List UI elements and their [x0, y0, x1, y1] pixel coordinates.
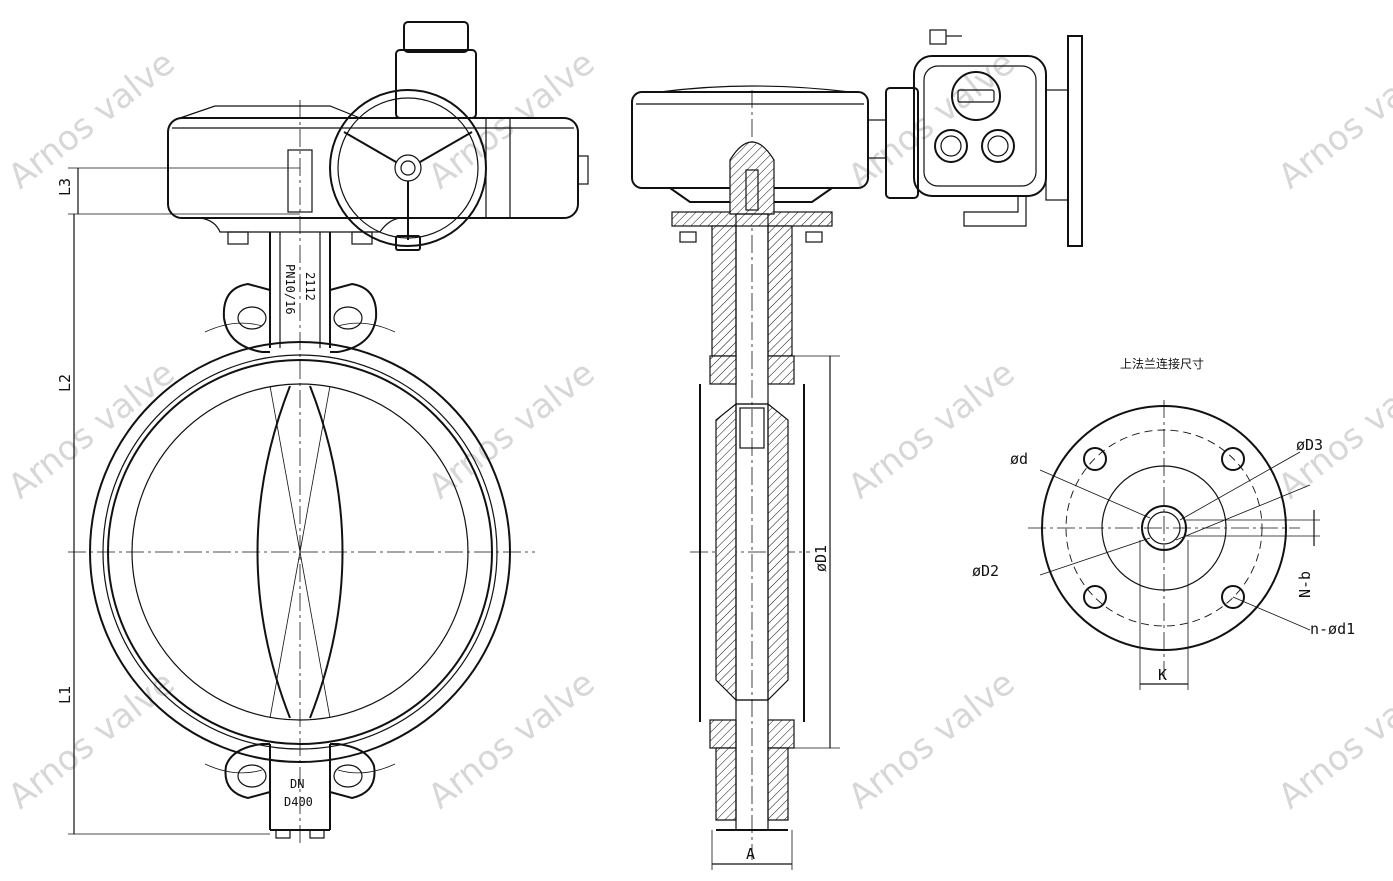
dimension-A: A — [746, 845, 755, 863]
dimension-L2: L2 — [56, 374, 74, 392]
watermark-text: Arnos valve — [1, 353, 182, 507]
dimension-d: ød — [1010, 450, 1028, 468]
dimension-L3: L3 — [56, 178, 74, 196]
watermark-text: Arnos valve — [421, 43, 602, 197]
top-flange-detail: 上法兰连接尺寸 ød øD2 øD3 N-b n-ød1 K — [972, 356, 1355, 690]
neck-pressure-label: PN10/16 — [283, 264, 297, 315]
watermark-text: Arnos valve — [421, 663, 602, 817]
watermark-text: Arnos valve — [1271, 43, 1393, 197]
watermark-text: Arnos valve — [841, 353, 1022, 507]
dimension-L1: L1 — [56, 686, 74, 704]
body-dn-label: DN — [290, 777, 304, 791]
body-size-label: D400 — [284, 795, 313, 809]
neck-code-label: 2112 — [303, 272, 317, 301]
dimension-K: K — [1158, 666, 1167, 684]
dimension-nd1: n-ød1 — [1310, 620, 1355, 638]
dimension-D1: øD1 — [812, 545, 830, 572]
dimension-Nb: N-b — [1296, 571, 1314, 598]
dimension-D2: øD2 — [972, 562, 999, 580]
front-view: 2112 PN10/16 DN D400 L3 L2 L1 — [56, 21, 589, 845]
watermark-text: Arnos valve — [1271, 353, 1393, 507]
watermark-text: Arnos valve — [1, 43, 182, 197]
side-view: øD1 A — [631, 29, 1083, 870]
flange-title: 上法兰连接尺寸 — [1120, 356, 1204, 371]
watermark-text: Arnos valve — [841, 663, 1022, 817]
watermark-text: Arnos valve — [1271, 663, 1393, 817]
dimension-D3: øD3 — [1296, 436, 1323, 454]
